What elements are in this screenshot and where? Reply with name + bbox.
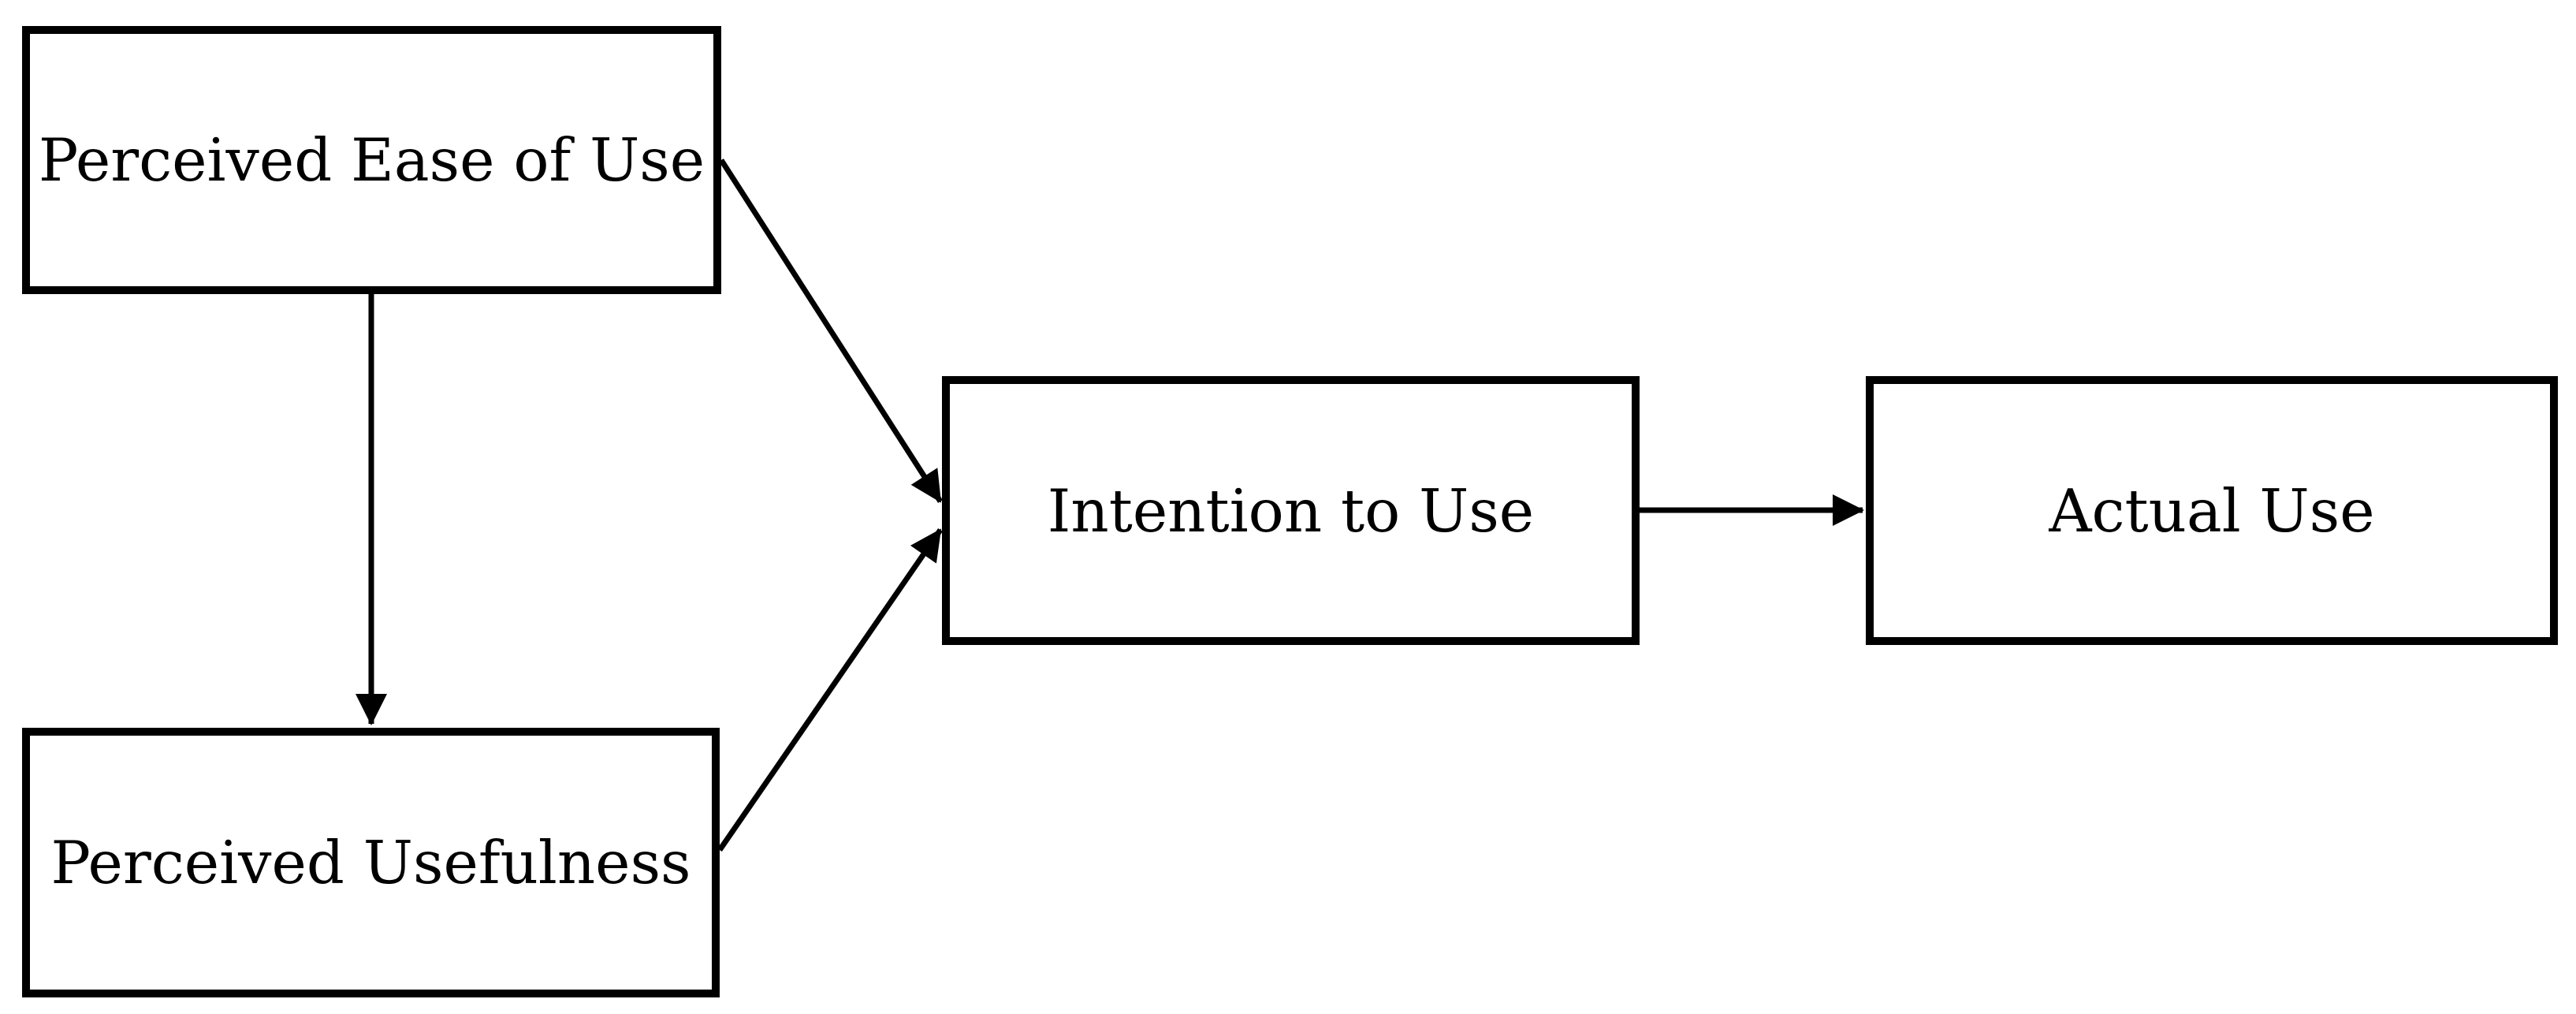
node-label-perceived-usefulness: Perceived Usefulness xyxy=(50,828,691,897)
node-intention-to-use: Intention to Use xyxy=(942,376,1640,645)
node-perceived-ease-of-use: Perceived Ease of Use xyxy=(22,26,721,294)
node-label-perceived-ease-of-use: Perceived Ease of Use xyxy=(38,125,705,195)
edge-pu-to-itu xyxy=(717,528,943,852)
node-label-actual-use: Actual Use xyxy=(2049,475,2375,546)
edge-peou-to-itu xyxy=(719,158,943,503)
node-perceived-usefulness: Perceived Usefulness xyxy=(22,728,720,997)
node-actual-use: Actual Use xyxy=(1866,376,2558,645)
node-label-intention-to-use: Intention to Use xyxy=(1047,475,1535,546)
